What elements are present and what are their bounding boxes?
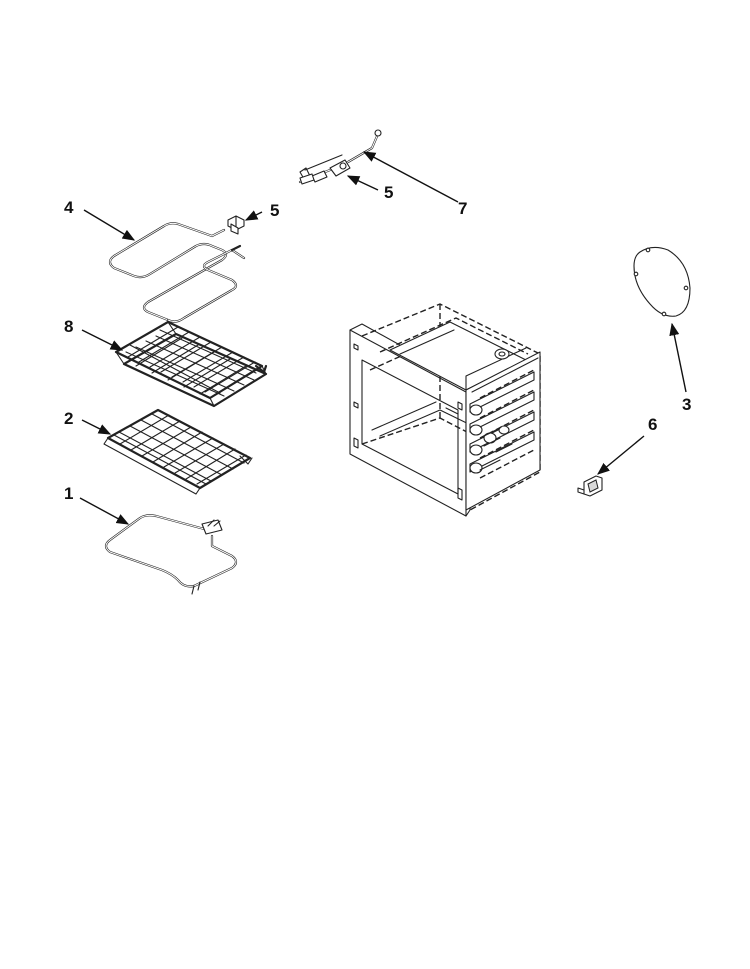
part-4-broil-element (108, 222, 246, 323)
leader-1 (79, 497, 130, 525)
callout-1: 1 (64, 484, 73, 503)
part-7-sensor-wire (298, 129, 382, 184)
leader-3 (669, 322, 687, 393)
callout-5-lower: 5 (270, 201, 279, 220)
callout-7: 7 (458, 199, 467, 218)
part-1-bake-element (104, 514, 238, 595)
part-6-bracket (577, 475, 603, 497)
callout-6: 6 (648, 415, 657, 434)
callout-labels: 4 5 5 7 8 2 1 3 6 (64, 183, 691, 503)
leader-2 (81, 419, 112, 435)
leader-5-lower (244, 210, 263, 221)
leader-lines (79, 151, 687, 525)
callout-4: 4 (64, 198, 74, 217)
callout-5-upper: 5 (384, 183, 393, 202)
leader-5-upper (346, 175, 379, 191)
part-5-upper-screw (299, 173, 315, 185)
part-3-gasket (633, 246, 691, 317)
leader-8 (81, 329, 124, 351)
part-5-bolt (227, 215, 245, 235)
callout-8: 8 (64, 317, 73, 336)
leader-6 (597, 435, 645, 475)
part-8-oven-rack (114, 320, 268, 408)
part-2-oven-rack (103, 408, 253, 495)
callout-2: 2 (64, 409, 73, 428)
leader-7 (362, 151, 459, 203)
leader-4 (83, 209, 136, 241)
oven-cavity (349, 303, 541, 517)
callout-3: 3 (682, 395, 691, 414)
